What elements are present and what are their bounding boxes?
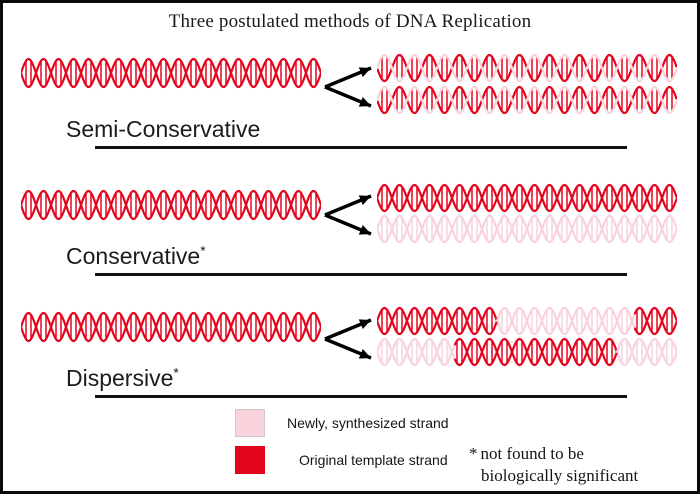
legend: Newly, synthesized strand Original templ… bbox=[235, 409, 449, 483]
legend-label-original-strand: Original template strand bbox=[299, 452, 448, 468]
new-strand-swatch bbox=[235, 409, 265, 437]
daughter-strand-conservative-2 bbox=[377, 214, 677, 244]
original-strand-swatch bbox=[235, 446, 265, 474]
legend-item-new-strand: Newly, synthesized strand bbox=[235, 409, 449, 437]
footnote-line-2: biologically significant bbox=[481, 465, 639, 485]
daughter-strand-dispersive-1 bbox=[377, 306, 677, 336]
method-label-semi-conservative: Semi-Conservative bbox=[66, 116, 260, 143]
method-rule-semi-conservative bbox=[95, 146, 627, 149]
legend-label-new-strand: Newly, synthesized strand bbox=[287, 415, 449, 431]
legend-item-original-strand: Original template strand bbox=[235, 446, 449, 474]
figure-title: Three postulated methods of DNA Replicat… bbox=[168, 11, 532, 32]
replication-arrows-semi-conservative bbox=[321, 59, 377, 120]
method-label-conservative: Conservative* bbox=[66, 243, 206, 270]
daughter-strand-dispersive-2 bbox=[377, 337, 677, 367]
parent-strand-semi-conservative bbox=[21, 57, 321, 89]
footnote: *not found to be biologically significan… bbox=[469, 443, 638, 487]
method-star-conservative: * bbox=[200, 242, 206, 259]
footnote-line-1: not found to be bbox=[480, 444, 584, 463]
method-label-dispersive: Dispersive* bbox=[66, 365, 179, 392]
footnote-star: * bbox=[469, 444, 478, 463]
method-rule-dispersive bbox=[95, 395, 627, 398]
method-label-text-conservative: Conservative bbox=[66, 243, 201, 269]
daughter-strand-semi-conservative-1 bbox=[377, 53, 677, 83]
method-star-dispersive: * bbox=[173, 364, 179, 381]
replication-arrows-dispersive bbox=[321, 311, 377, 372]
replication-arrows-conservative bbox=[321, 187, 377, 248]
parent-strand-conservative bbox=[21, 189, 321, 221]
daughter-strand-conservative-1 bbox=[377, 183, 677, 213]
method-rule-conservative bbox=[95, 273, 627, 276]
parent-strand-dispersive bbox=[21, 311, 321, 343]
method-label-text-semi-conservative: Semi-Conservative bbox=[66, 116, 261, 142]
daughter-strand-semi-conservative-2 bbox=[377, 85, 677, 115]
method-label-text-dispersive: Dispersive bbox=[66, 365, 174, 391]
